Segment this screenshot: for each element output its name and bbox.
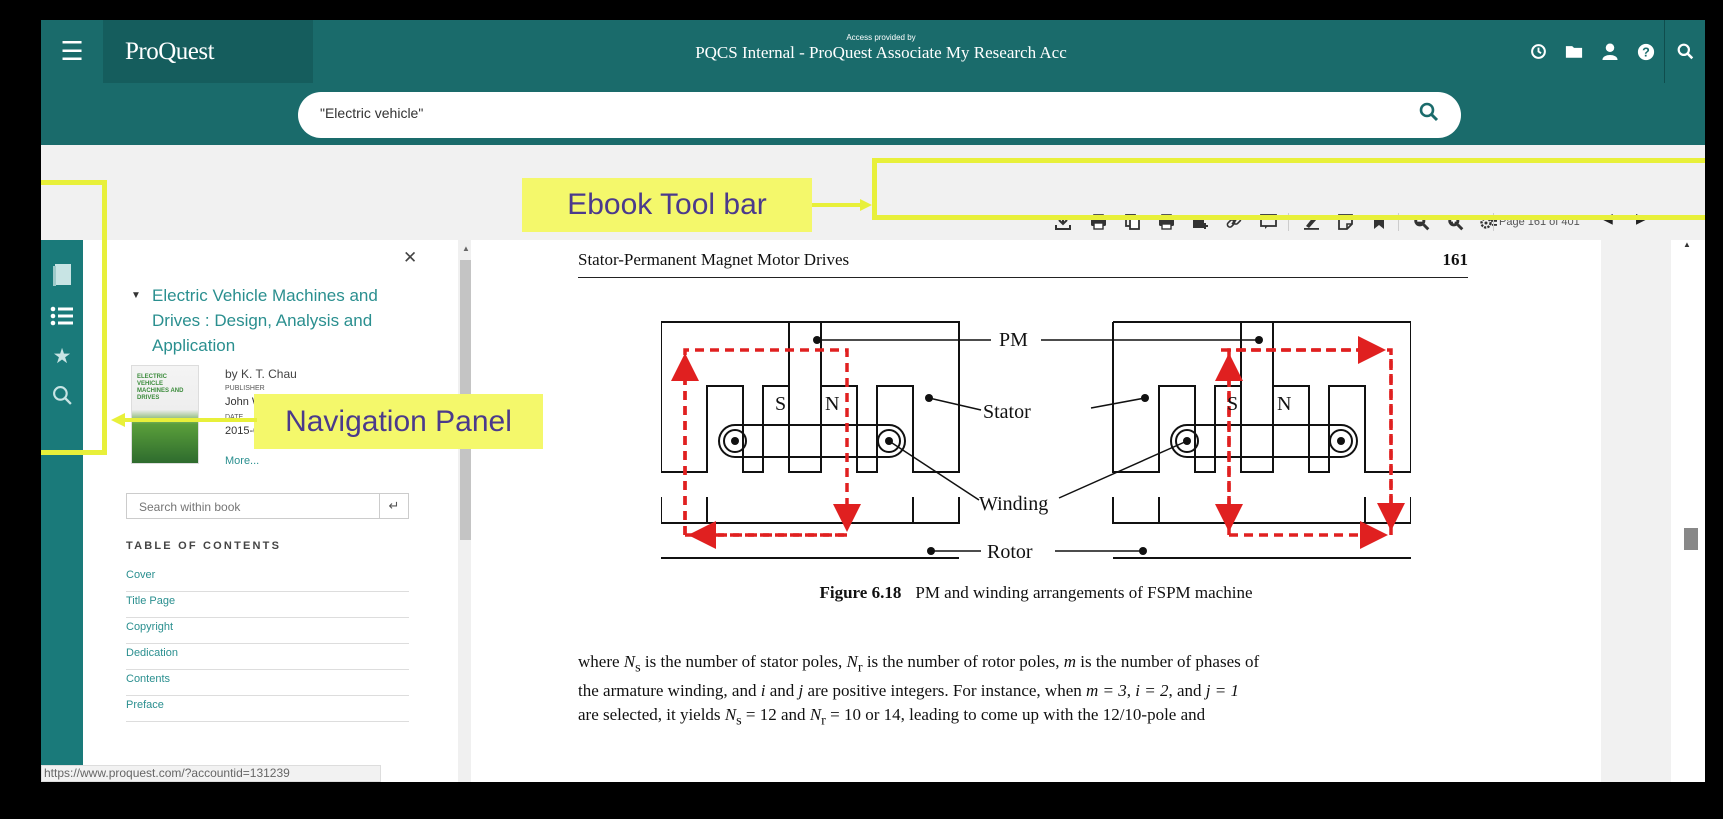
book-icon[interactable] — [41, 258, 83, 292]
navigation-rail: ★ — [41, 240, 83, 782]
toc-item[interactable]: Dedication — [126, 643, 409, 670]
toolbar-callout: Ebook Tool bar — [522, 178, 812, 232]
page-scrollbar[interactable]: ▲ — [1671, 240, 1705, 782]
navigation-panel: ✕ ▲ ▼ Electric Vehicle Machines and Driv… — [83, 240, 476, 782]
running-head: Stator-Permanent Magnet Motor Drives 161 — [578, 250, 1468, 278]
search-icon[interactable] — [1664, 20, 1705, 83]
proquest-app: ☰ ProQuest Access provided by PQCS Inter… — [41, 20, 1705, 782]
svg-text:": " — [1265, 215, 1271, 227]
toolbar-divider — [1288, 213, 1289, 231]
search-band — [41, 83, 1705, 145]
svg-text:?: ? — [1642, 45, 1650, 59]
page-number: 161 — [1442, 250, 1469, 269]
caption-text: PM and winding arrangements of FSPM mach… — [915, 583, 1253, 602]
status-url: https://www.proquest.com/?accountid=1312… — [41, 765, 381, 782]
body-line: are selected, it yields Ns = 12 and Nr =… — [578, 705, 1206, 729]
label-winding: Winding — [979, 493, 1048, 515]
search-within-input[interactable] — [137, 499, 381, 515]
toolbar-divider — [1493, 213, 1494, 231]
flux-path — [671, 336, 1405, 549]
nav-callout: Navigation Panel — [254, 394, 543, 449]
scrollbar-thumb[interactable] — [1684, 528, 1698, 550]
label-rotor: Rotor — [987, 541, 1033, 563]
toolbar-highlight-box — [872, 158, 1705, 220]
folder-icon[interactable] — [1556, 44, 1592, 59]
caption-label: Figure 6.18 — [819, 583, 902, 602]
leader-lines — [817, 339, 1259, 552]
body-line: where Ns is the number of stator poles, … — [578, 652, 1260, 676]
user-icon[interactable] — [1592, 43, 1628, 60]
label-n-left: N — [825, 393, 839, 415]
header-actions: ? — [1520, 20, 1705, 83]
access-provided-label: Access provided by — [846, 33, 916, 42]
toolbar-callout-arrow — [812, 199, 872, 211]
right-stator-outline — [1112, 321, 1411, 559]
body-line: the armature winding, and i and j are po… — [578, 681, 1239, 701]
toc-item[interactable]: Copyright — [126, 617, 409, 644]
page-body-text: where Ns is the number of stator poles, … — [578, 650, 1468, 733]
label-stator: Stator — [983, 401, 1031, 423]
search-submit-icon[interactable] — [1419, 102, 1439, 128]
figure-labels: PM Stator Winding Rotor S N S N — [775, 329, 1291, 563]
label-n-right: N — [1277, 393, 1291, 415]
label-pm: PM — [999, 329, 1028, 351]
search-box — [298, 92, 1461, 138]
toc-heading: TABLE OF CONTENTS — [126, 540, 282, 552]
hamburger-menu-icon[interactable]: ☰ — [60, 36, 84, 66]
institution-name: PQCS Internal - ProQuest Associate My Re… — [695, 43, 1067, 62]
ebook-page: Stator-Permanent Magnet Motor Drives 161 — [471, 240, 1601, 782]
figure-caption: Figure 6.18 PM and winding arrangements o… — [471, 583, 1601, 603]
brand-logo[interactable]: ProQuest — [103, 20, 313, 83]
search-input[interactable] — [318, 104, 1372, 122]
left-stator-outline — [661, 321, 960, 559]
history-icon[interactable] — [1520, 43, 1556, 60]
access-info: Access provided by PQCS Internal - ProQu… — [601, 33, 1161, 63]
search-icon[interactable] — [41, 378, 83, 412]
nav-highlight-box — [41, 180, 107, 455]
nav-callout-arrow — [111, 413, 257, 427]
book-cover[interactable]: ELECTRIC VEHICLE MACHINES AND DRIVES — [131, 365, 199, 464]
running-head-title: Stator-Permanent Magnet Motor Drives — [578, 250, 850, 269]
top-bar: ☰ ProQuest Access provided by PQCS Inter… — [41, 20, 1705, 83]
label-s-left: S — [775, 393, 786, 415]
book-title[interactable]: Electric Vehicle Machines and Drives : D… — [152, 286, 378, 355]
help-icon[interactable]: ? — [1628, 43, 1664, 61]
collapse-caret-icon[interactable]: ▼ — [131, 290, 141, 301]
search-within-submit-icon[interactable]: ↵ — [379, 493, 409, 519]
figure-fspm-diagram: PM Stator Winding Rotor S N S N — [661, 321, 1411, 563]
scroll-up-icon[interactable]: ▲ — [462, 244, 470, 253]
toolbar-divider — [1398, 213, 1399, 231]
scroll-up-icon[interactable]: ▲ — [1683, 240, 1691, 249]
toc-item[interactable]: Title Page — [126, 591, 409, 618]
add-to-list-icon[interactable] — [1187, 209, 1213, 235]
toc-item[interactable]: Cover — [126, 565, 409, 592]
more-link[interactable]: More... — [225, 455, 260, 467]
label-s-right: S — [1227, 393, 1238, 415]
toc-item[interactable]: Preface — [126, 695, 409, 722]
publisher-label: PUBLISHER — [225, 385, 265, 392]
cover-title: ELECTRIC VEHICLE MACHINES AND DRIVES — [137, 374, 184, 401]
close-panel-icon[interactable]: ✕ — [403, 248, 418, 267]
date-label: DATE — [225, 414, 244, 421]
book-author: by K. T. Chau — [225, 367, 297, 381]
search-within-box — [126, 493, 409, 519]
list-icon[interactable] — [41, 299, 83, 333]
star-icon[interactable]: ★ — [52, 344, 72, 368]
toc-item[interactable]: Contents — [126, 669, 409, 696]
